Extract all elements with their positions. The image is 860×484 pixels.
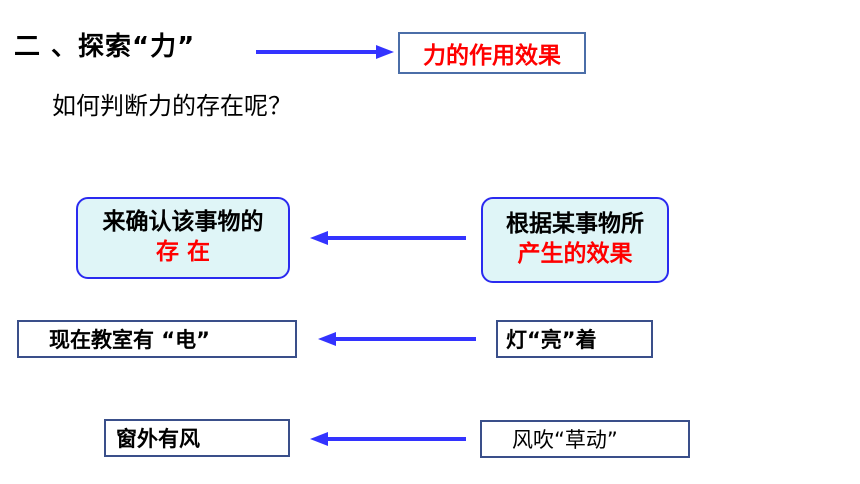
wind-outside-box: 窗外有风 xyxy=(104,419,290,457)
effects-of-force-box: 力的作用效果 xyxy=(398,32,586,74)
light-on-text: 灯“亮”着 xyxy=(506,328,597,352)
wind-moves-grass-box: 风吹“草动” xyxy=(480,420,690,458)
produced-effect-text: 产生的效果 xyxy=(517,241,633,267)
wind-outside-text: 窗外有风 xyxy=(116,427,200,451)
electricity-in-classroom-text: 现在教室有 “电” xyxy=(49,328,210,352)
row3-arrow xyxy=(310,432,466,446)
row2-arrow xyxy=(318,332,476,346)
existence-text: 存 在 xyxy=(155,239,210,265)
confirm-existence-line1: 来确认该事物的 xyxy=(102,209,264,236)
electricity-in-classroom-box: 现在教室有 “电” xyxy=(17,320,297,358)
effect-basis-box: 根据某事物所 产生的效果 xyxy=(481,197,669,283)
row1-arrow xyxy=(310,231,466,245)
confirm-existence-box: 来确认该事物的 存 在 xyxy=(76,197,290,279)
wind-moves-grass-text: 风吹“草动” xyxy=(512,428,618,452)
effect-basis-line1: 根据某事物所 xyxy=(506,211,644,238)
question-text: 如何判断力的存在呢？ xyxy=(52,92,292,120)
header-arrow xyxy=(256,45,394,59)
section-title: 二 、探索“力” xyxy=(14,32,196,62)
light-on-box: 灯“亮”着 xyxy=(496,320,653,358)
